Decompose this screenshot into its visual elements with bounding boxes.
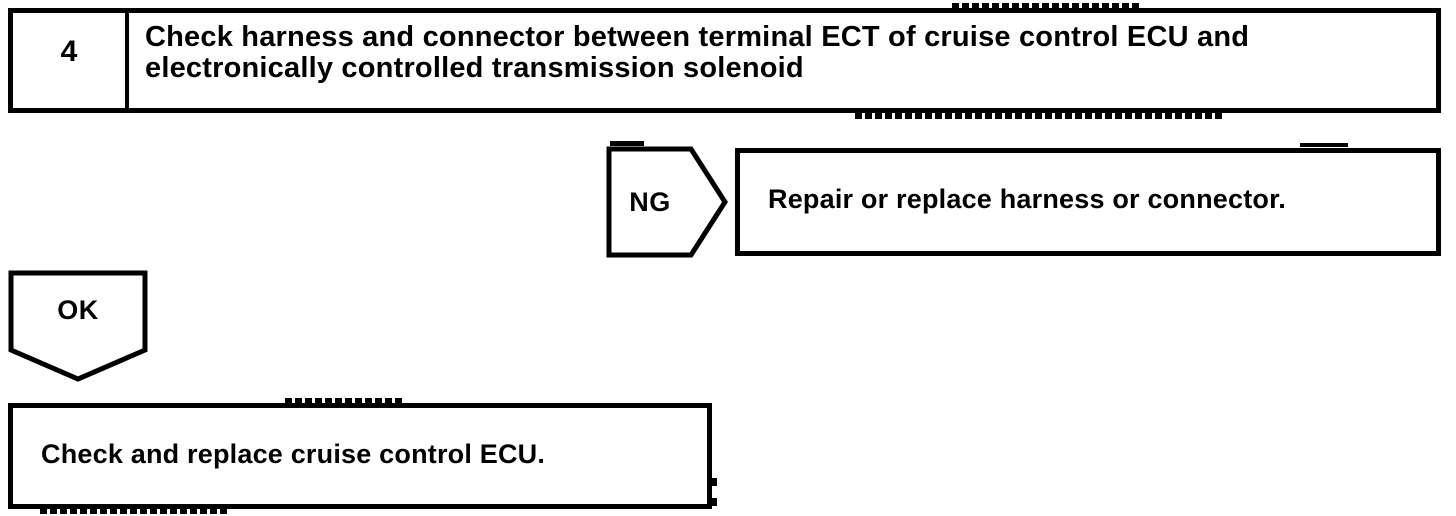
ng-result-box: Repair or replace harness or connector. xyxy=(735,148,1441,256)
scan-artifact xyxy=(712,478,717,486)
ng-label: NG xyxy=(629,186,671,217)
step-number: 4 xyxy=(60,34,78,68)
scan-artifact xyxy=(610,141,644,146)
ok-connector: OK xyxy=(8,270,148,382)
scan-artifact xyxy=(40,509,230,514)
ng-result-text: Repair or replace harness or connector. xyxy=(768,183,1286,214)
ok-result-text: Check and replace cruise control ECU. xyxy=(41,438,546,469)
scan-artifact xyxy=(712,498,717,506)
scan-artifact xyxy=(285,398,405,403)
ok-label: OK xyxy=(57,294,99,325)
ng-connector: NG xyxy=(606,146,728,258)
step-number-cell: 4 xyxy=(13,13,129,108)
ok-result-box: Check and replace cruise control ECU. xyxy=(8,403,712,509)
step-instruction-text: Check harness and connector between term… xyxy=(145,21,1250,84)
ok-pentagon-icon xyxy=(8,270,148,382)
ng-pentagon-icon xyxy=(606,146,728,258)
step-box: 4 Check harness and connector between te… xyxy=(8,8,1441,113)
scan-artifact xyxy=(855,113,1225,119)
scan-artifact xyxy=(952,3,1140,9)
scan-artifact xyxy=(1300,143,1348,147)
step-instruction-cell: Check harness and connector between term… xyxy=(129,13,1436,108)
